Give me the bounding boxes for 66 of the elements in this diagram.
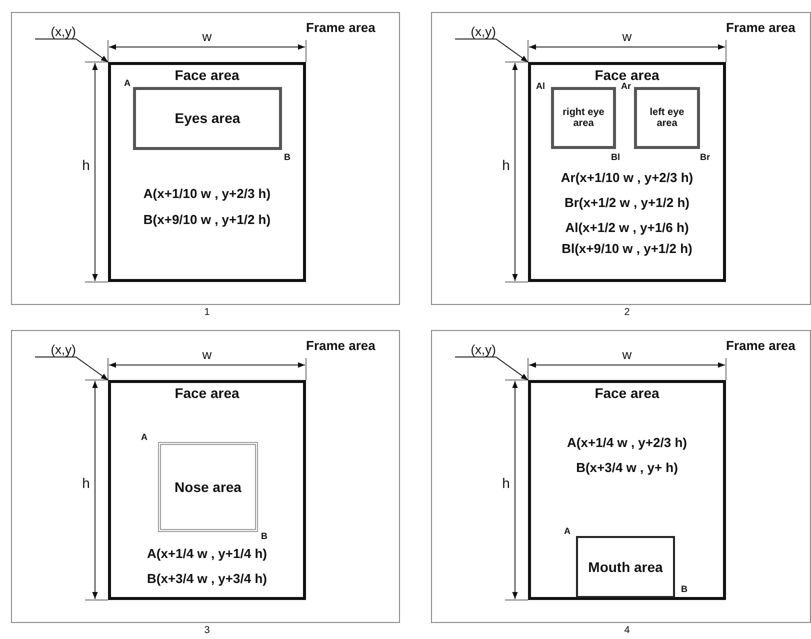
area-label: Face area bbox=[174, 385, 240, 402]
coordinate-formula: B(x+3/4 w , y+ h) bbox=[576, 461, 678, 476]
frame-area-box bbox=[431, 12, 811, 305]
coordinate-formula: Bl(x+9/10 w , y+1/2 h) bbox=[562, 242, 692, 257]
leader-line bbox=[34, 356, 108, 380]
origin-label: (x,y) bbox=[50, 343, 76, 358]
leader-line bbox=[454, 356, 528, 380]
frame-area-box bbox=[11, 12, 400, 305]
face-area-box bbox=[108, 380, 306, 600]
panel-number: 1 bbox=[204, 307, 210, 318]
coordinate-formula: A(x+1/4 w , y+1/4 h) bbox=[147, 547, 267, 562]
area-label: Frame area bbox=[726, 21, 796, 36]
origin-label: (x,y) bbox=[50, 25, 76, 40]
corner-label: Br bbox=[700, 152, 710, 162]
coordinate-formula: B(x+9/10 w , y+1/2 h) bbox=[143, 213, 271, 228]
corner-label: A bbox=[564, 526, 570, 536]
frame-area-box bbox=[11, 330, 400, 623]
area-label: Face area bbox=[174, 67, 240, 84]
feature-area-box bbox=[133, 87, 282, 150]
area-label: Nose area bbox=[174, 478, 242, 496]
face-area-box bbox=[108, 62, 306, 282]
area-label: Face area bbox=[594, 67, 660, 83]
panel-number: 2 bbox=[624, 307, 630, 318]
coordinate-formula: Al(x+1/2 w , y+1/6 h) bbox=[565, 221, 689, 236]
leader-line bbox=[34, 38, 108, 62]
feature-area-box bbox=[576, 536, 675, 598]
dimension-label: w bbox=[202, 348, 212, 363]
feature-area-box bbox=[634, 87, 700, 149]
feature-area-box bbox=[158, 442, 258, 532]
area-label: Frame area bbox=[306, 21, 376, 36]
feature-area-box bbox=[551, 87, 616, 149]
corner-label: B bbox=[681, 584, 688, 594]
dimension-label: h bbox=[502, 475, 510, 492]
coordinate-formula: Ar(x+1/10 w , y+2/3 h) bbox=[560, 171, 694, 186]
area-label: Eyes area bbox=[174, 110, 240, 127]
coordinate-formula: A(x+1/10 w , y+2/3 h) bbox=[143, 187, 271, 202]
dimension-label: h bbox=[82, 475, 90, 492]
corner-label: Ar bbox=[621, 81, 632, 92]
dimension-label: h bbox=[502, 157, 510, 174]
corner-label: B bbox=[284, 152, 290, 162]
panel-number: 4 bbox=[624, 625, 630, 636]
area-label: Mouth area bbox=[588, 558, 663, 576]
corner-label: Al bbox=[536, 81, 545, 92]
face-area-box bbox=[528, 62, 726, 282]
corner-label: A bbox=[141, 432, 148, 442]
face-area-box bbox=[528, 380, 726, 600]
area-label: right eye area bbox=[562, 106, 606, 130]
corner-label: Bl bbox=[611, 152, 620, 162]
frame-area-box bbox=[431, 330, 811, 623]
dimension-label: h bbox=[82, 157, 90, 174]
origin-label: (x,y) bbox=[470, 25, 496, 40]
coordinate-formula: B(x+3/4 w , y+3/4 h) bbox=[147, 572, 267, 587]
dimension-label: w bbox=[622, 30, 632, 45]
dimension-label: w bbox=[202, 30, 212, 45]
area-label: left eye area bbox=[648, 106, 686, 130]
origin-label: (x,y) bbox=[470, 343, 496, 358]
area-label: Frame area bbox=[726, 339, 796, 354]
area-label: Face area bbox=[594, 385, 660, 402]
dimension-label: w bbox=[622, 348, 632, 363]
coordinate-formula: Br(x+1/2 w , y+1/2 h) bbox=[564, 196, 690, 211]
area-label: Frame area bbox=[306, 339, 376, 354]
panel-number: 3 bbox=[204, 625, 210, 636]
corner-label: B bbox=[261, 531, 268, 542]
coordinate-formula: A(x+1/4 w , y+2/3 h) bbox=[567, 436, 687, 451]
corner-label: A bbox=[124, 78, 130, 88]
leader-line bbox=[454, 38, 528, 62]
